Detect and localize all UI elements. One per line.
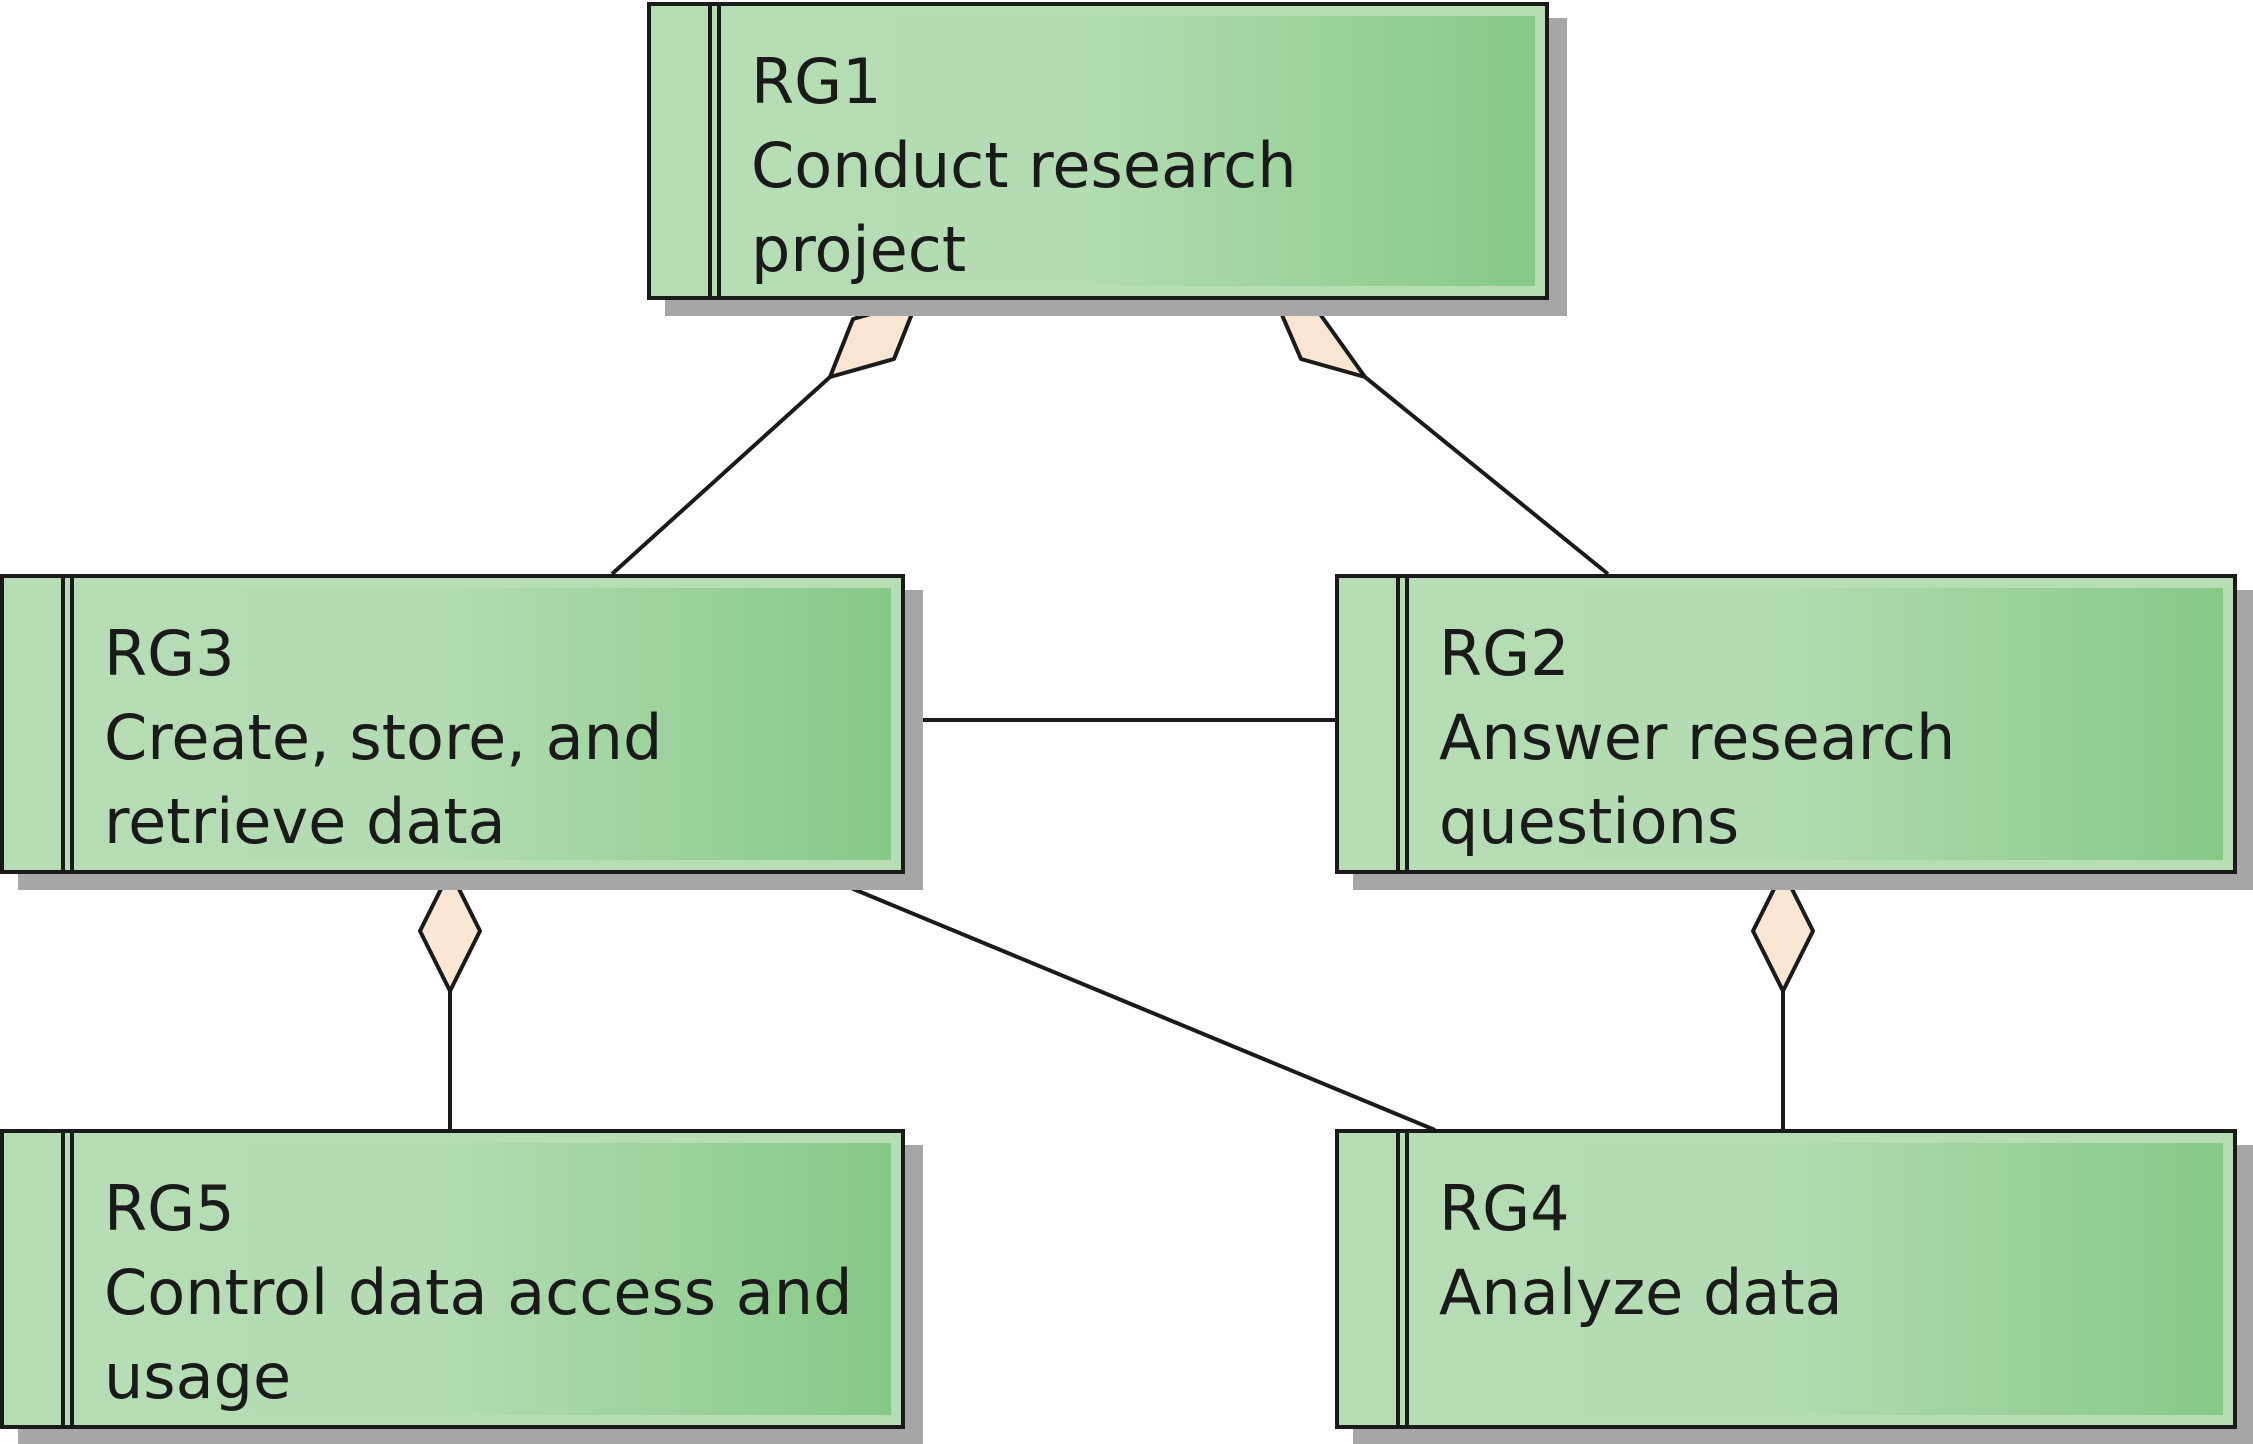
goal-label: Create, store, and retrieve data <box>104 701 663 858</box>
box-fill <box>74 1143 891 1415</box>
box-bar <box>61 578 74 870</box>
box-fill <box>1409 588 2223 860</box>
goal-box-rg5: RG5 Control data access and usage <box>0 1129 905 1429</box>
goal-text: RG5 Control data access and usage <box>104 1167 881 1419</box>
box-bar <box>1396 578 1409 870</box>
box-bar <box>61 1133 74 1425</box>
connector-rg1-rg3 <box>610 375 832 576</box>
aggregation-diamond-rg3-rg5 <box>418 869 482 993</box>
goal-label: Control data access and usage <box>104 1256 853 1413</box>
box-fill <box>721 16 1535 286</box>
goal-box-rg2: RG2 Answer research questions <box>1335 574 2237 874</box>
box-fill <box>74 588 891 860</box>
goal-box-rg1: RG1 Conduct research project <box>647 2 1549 300</box>
aggregation-diamond-rg1-rg2 <box>1274 299 1367 379</box>
box-fill <box>1409 1143 2223 1415</box>
connector-rg3-rg4 <box>809 869 1436 1132</box>
goal-label: Conduct research project <box>751 129 1297 286</box>
goal-text: RG2 Answer research questions <box>1439 612 2213 864</box>
goal-text: RG3 Create, store, and retrieve data <box>104 612 881 864</box>
goal-box-rg4: RG4 Analyze data <box>1335 1129 2237 1429</box>
goal-id: RG1 <box>751 45 882 118</box>
goal-text: RG1 Conduct research project <box>751 40 1525 292</box>
goal-label: Analyze data <box>1439 1256 1843 1329</box>
goal-id: RG3 <box>104 617 235 690</box>
connector-rg1-rg2 <box>1363 375 1610 576</box>
goal-id: RG5 <box>104 1172 235 1245</box>
goal-id: RG2 <box>1439 617 1570 690</box>
box-bar <box>1396 1133 1409 1425</box>
goal-text: RG4 Analyze data <box>1439 1167 2213 1335</box>
aggregation-diamond-rg2-rg4 <box>1751 869 1815 993</box>
goal-id: RG4 <box>1439 1172 1570 1245</box>
goal-label: Answer research questions <box>1439 701 1956 858</box>
aggregation-diamond-rg1-rg3 <box>828 299 919 379</box>
box-bar <box>708 6 721 296</box>
goal-box-rg3: RG3 Create, store, and retrieve data <box>0 574 905 874</box>
